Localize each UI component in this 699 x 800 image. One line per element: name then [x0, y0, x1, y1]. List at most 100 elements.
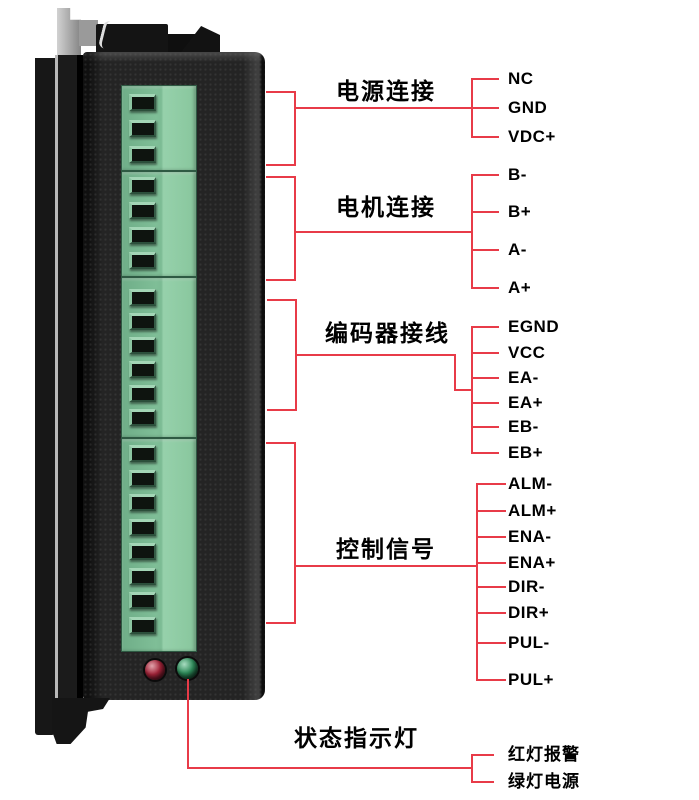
control-terminal-block — [121, 438, 197, 652]
terminal-hole — [129, 337, 156, 354]
pin-label-b-plus: B+ — [508, 202, 532, 221]
connector-line — [471, 287, 499, 289]
status-label-green-power: 绿灯电源 — [508, 772, 580, 791]
pin-label-pul-minus: PUL- — [508, 633, 550, 652]
connector-line — [294, 176, 296, 281]
connector-line — [187, 767, 473, 769]
terminal-hole — [129, 567, 156, 585]
connector-line — [294, 107, 473, 109]
terminal-hole — [129, 469, 156, 487]
pin-label-eb-plus: EB+ — [508, 443, 544, 462]
group-label-encoder: 编码器接线 — [325, 320, 450, 346]
terminal-hole — [129, 445, 156, 462]
terminal-hole — [129, 202, 156, 219]
connector-line — [471, 426, 499, 428]
connector-line — [476, 483, 478, 681]
pin-label-b-minus: B- — [508, 165, 527, 184]
pin-label-alm-minus: ALM- — [508, 474, 553, 493]
connector-line — [476, 679, 506, 681]
group-label-power: 电源连接 — [336, 78, 436, 104]
terminal-hole — [129, 543, 156, 560]
terminal-hole — [129, 518, 156, 536]
connector-line — [471, 326, 499, 328]
pin-label-vcc: VCC — [508, 343, 546, 362]
connector-line — [471, 326, 473, 454]
terminal-hole — [129, 592, 156, 609]
connector-line — [187, 679, 189, 769]
terminal-hole — [129, 313, 156, 330]
pin-label-pul-plus: PUL+ — [508, 670, 554, 689]
terminal-hole — [129, 361, 156, 378]
pin-label-gnd: GND — [508, 98, 548, 117]
motor-terminal-block — [121, 171, 197, 277]
connector-line — [476, 612, 506, 614]
status-label-red-alarm: 红灯报警 — [508, 745, 580, 764]
pin-label-ea-minus: EA- — [508, 368, 539, 387]
encoder-terminal-block — [121, 277, 197, 438]
pin-label-ena-plus: ENA+ — [508, 553, 556, 572]
connector-line — [471, 754, 473, 783]
group-label-motor: 电机连接 — [336, 194, 436, 220]
connector-line — [454, 389, 473, 391]
green-power-led-icon — [177, 658, 198, 679]
driver-mounting-foot — [52, 698, 110, 744]
connector-line — [471, 402, 499, 404]
terminal-hole — [129, 177, 156, 194]
connector-line — [294, 231, 473, 233]
pin-label-dir-plus: DIR+ — [508, 603, 550, 622]
connector-line — [471, 78, 499, 80]
connector-line — [471, 377, 499, 379]
connector-line — [266, 91, 296, 93]
terminal-hole — [129, 94, 156, 111]
connector-line — [294, 91, 296, 166]
connector-line — [471, 249, 499, 251]
terminal-hole — [129, 289, 156, 306]
terminal-hole — [129, 227, 156, 244]
connector-line — [471, 174, 473, 289]
connector-line — [266, 622, 296, 624]
driver-heatsink-edge — [35, 58, 55, 735]
connector-line — [471, 136, 499, 138]
pin-label-eb-minus: EB- — [508, 417, 539, 436]
connector-line — [266, 176, 296, 178]
connector-line — [471, 174, 499, 176]
pin-label-alm-plus: ALM+ — [508, 501, 557, 520]
connector-line — [476, 510, 506, 512]
connector-line — [294, 442, 296, 624]
pin-label-ea-plus: EA+ — [508, 393, 544, 412]
connector-line — [471, 781, 494, 783]
connector-line — [476, 586, 506, 588]
terminal-hole — [129, 494, 156, 511]
connector-line — [471, 452, 499, 454]
terminal-hole — [129, 616, 156, 634]
connector-line — [266, 279, 296, 281]
pin-label-vdc: VDC+ — [508, 127, 556, 146]
group-label-control: 控制信号 — [336, 536, 436, 562]
pin-label-a-minus: A- — [508, 240, 527, 259]
pin-label-nc: NC — [508, 69, 534, 88]
pin-label-ena-minus: ENA- — [508, 527, 552, 546]
driver-top-bracket-step — [79, 20, 98, 46]
connector-line — [267, 299, 297, 301]
group-label-status: 状态指示灯 — [294, 725, 419, 751]
connector-line — [476, 536, 506, 538]
connector-line — [476, 483, 506, 485]
connector-line — [266, 164, 296, 166]
red-alarm-led-icon — [145, 660, 165, 680]
power-terminal-block — [121, 85, 197, 171]
pin-label-egnd: EGND — [508, 317, 560, 336]
connector-line — [266, 442, 296, 444]
connector-line — [476, 642, 506, 644]
connector-line — [294, 565, 478, 567]
connector-line — [471, 754, 494, 756]
driver-side-strip — [55, 55, 83, 720]
pin-label-a-plus: A+ — [508, 278, 532, 297]
terminal-hole — [129, 120, 156, 137]
connector-line — [476, 562, 506, 564]
connector-line — [471, 211, 499, 213]
driver-top-clip — [96, 24, 168, 56]
connector-line — [454, 354, 456, 391]
connector-line — [471, 352, 499, 354]
connector-line — [295, 354, 456, 356]
